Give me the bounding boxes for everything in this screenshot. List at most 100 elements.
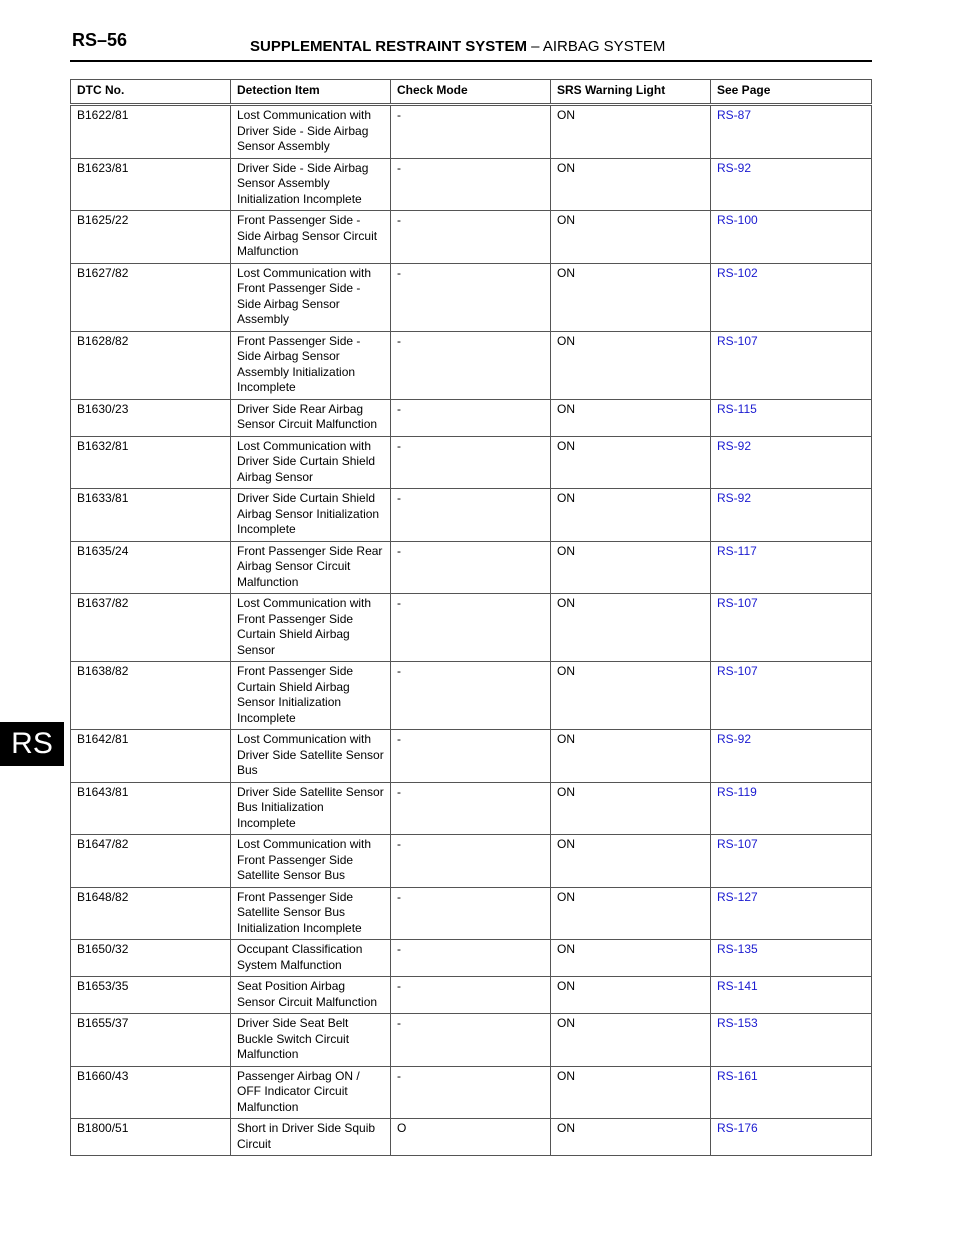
- title-separator: –: [526, 38, 543, 55]
- see-page-link[interactable]: RS-92: [710, 157, 872, 211]
- see-page-link[interactable]: RS-115: [710, 398, 872, 437]
- detection-item-cell: Driver Side - Side Airbag Sensor Assembl…: [230, 157, 391, 211]
- check-mode-cell: -: [390, 593, 551, 662]
- dtc-code-cell: B1637/82: [70, 593, 231, 662]
- dtc-code-cell: B1648/82: [70, 886, 231, 940]
- see-page-link[interactable]: RS-161: [710, 1065, 872, 1119]
- dtc-code-cell: B1800/51: [70, 1118, 231, 1156]
- warning-light-cell: ON: [550, 1013, 711, 1067]
- see-page-link[interactable]: RS-92: [710, 435, 872, 489]
- dtc-code-cell: B1660/43: [70, 1065, 231, 1119]
- section-tab: RS: [0, 722, 64, 766]
- detection-item-cell: Passenger Airbag ON / OFF Indicator Circ…: [230, 1065, 391, 1119]
- warning-light-cell: ON: [550, 593, 711, 662]
- check-mode-cell: -: [390, 398, 551, 437]
- column-header-detection-item: Detection Item: [230, 79, 391, 106]
- warning-light-cell: ON: [550, 262, 711, 332]
- detection-item-cell: Front Passenger Side Rear Airbag Sensor …: [230, 540, 391, 594]
- see-page-link[interactable]: RS-141: [710, 976, 872, 1014]
- check-mode-cell: -: [390, 1013, 551, 1067]
- dtc-code-cell: B1647/82: [70, 834, 231, 888]
- see-page-link[interactable]: RS-176: [710, 1118, 872, 1156]
- check-mode-cell: -: [390, 488, 551, 542]
- warning-light-cell: ON: [550, 540, 711, 594]
- warning-light-cell: ON: [550, 781, 711, 835]
- check-mode-cell: -: [390, 330, 551, 400]
- warning-light-cell: ON: [550, 661, 711, 730]
- dtc-code-cell: B1643/81: [70, 781, 231, 835]
- check-mode-cell: -: [390, 886, 551, 940]
- detection-item-cell: Occupant Classification System Malfuncti…: [230, 939, 391, 977]
- see-page-link[interactable]: RS-119: [710, 781, 872, 835]
- page-title: SUPPLEMENTAL RESTRAINT SYSTEM – AIRBAG S…: [250, 38, 665, 55]
- detection-item-cell: Front Passenger Side - Side Airbag Senso…: [230, 210, 391, 264]
- warning-light-cell: ON: [550, 1118, 711, 1156]
- see-page-link[interactable]: RS-92: [710, 729, 872, 783]
- check-mode-cell: -: [390, 834, 551, 888]
- detection-item-cell: Driver Side Curtain Shield Airbag Sensor…: [230, 488, 391, 542]
- column-header-dtc-no: DTC No.: [70, 79, 231, 106]
- detection-item-cell: Lost Communication with Driver Side Sate…: [230, 729, 391, 783]
- see-page-link[interactable]: RS-135: [710, 939, 872, 977]
- check-mode-cell: -: [390, 157, 551, 211]
- warning-light-cell: ON: [550, 729, 711, 783]
- see-page-link[interactable]: RS-117: [710, 540, 872, 594]
- detection-item-cell: Driver Side Seat Belt Buckle Switch Circ…: [230, 1013, 391, 1067]
- warning-light-cell: ON: [550, 210, 711, 264]
- see-page-link[interactable]: RS-127: [710, 886, 872, 940]
- warning-light-cell: ON: [550, 976, 711, 1014]
- see-page-link[interactable]: RS-107: [710, 661, 872, 730]
- see-page-link[interactable]: RS-153: [710, 1013, 872, 1067]
- dtc-code-cell: B1630/23: [70, 398, 231, 437]
- see-page-link[interactable]: RS-92: [710, 488, 872, 542]
- check-mode-cell: -: [390, 262, 551, 332]
- dtc-code-cell: B1625/22: [70, 210, 231, 264]
- column-header-see-page: See Page: [710, 79, 872, 106]
- check-mode-cell: -: [390, 104, 551, 159]
- see-page-link[interactable]: RS-87: [710, 104, 872, 159]
- section-title: SUPPLEMENTAL RESTRAINT SYSTEM: [250, 38, 527, 55]
- dtc-code-cell: B1633/81: [70, 488, 231, 542]
- check-mode-cell: O: [390, 1118, 551, 1156]
- dtc-code-cell: B1655/37: [70, 1013, 231, 1067]
- check-mode-cell: -: [390, 540, 551, 594]
- see-page-link[interactable]: RS-107: [710, 834, 872, 888]
- warning-light-cell: ON: [550, 939, 711, 977]
- check-mode-cell: -: [390, 1065, 551, 1119]
- see-page-link[interactable]: RS-107: [710, 593, 872, 662]
- page-number: RS–56: [72, 30, 128, 50]
- dtc-code-cell: B1623/81: [70, 157, 231, 211]
- check-mode-cell: -: [390, 781, 551, 835]
- detection-item-cell: Lost Communication with Front Passenger …: [230, 593, 391, 662]
- detection-item-cell: Driver Side Satellite Sensor Bus Initial…: [230, 781, 391, 835]
- warning-light-cell: ON: [550, 104, 711, 159]
- see-page-link[interactable]: RS-100: [710, 210, 872, 264]
- column-header-srs-warning-light: SRS Warning Light: [550, 79, 711, 106]
- see-page-link[interactable]: RS-107: [710, 330, 872, 400]
- column-header-check-mode: Check Mode: [390, 79, 551, 106]
- check-mode-cell: -: [390, 939, 551, 977]
- warning-light-cell: ON: [550, 435, 711, 489]
- detection-item-cell: Short in Driver Side Squib Circuit: [230, 1118, 391, 1156]
- detection-item-cell: Seat Position Airbag Sensor Circuit Malf…: [230, 976, 391, 1014]
- table-header-row: DTC No. Detection Item Check Mode SRS Wa…: [70, 79, 872, 106]
- dtc-code-cell: B1628/82: [70, 330, 231, 400]
- dtc-code-cell: B1638/82: [70, 661, 231, 730]
- detection-item-cell: Lost Communication with Driver Side - Si…: [230, 104, 391, 159]
- check-mode-cell: -: [390, 661, 551, 730]
- dtc-code-cell: B1627/82: [70, 262, 231, 332]
- see-page-link[interactable]: RS-102: [710, 262, 872, 332]
